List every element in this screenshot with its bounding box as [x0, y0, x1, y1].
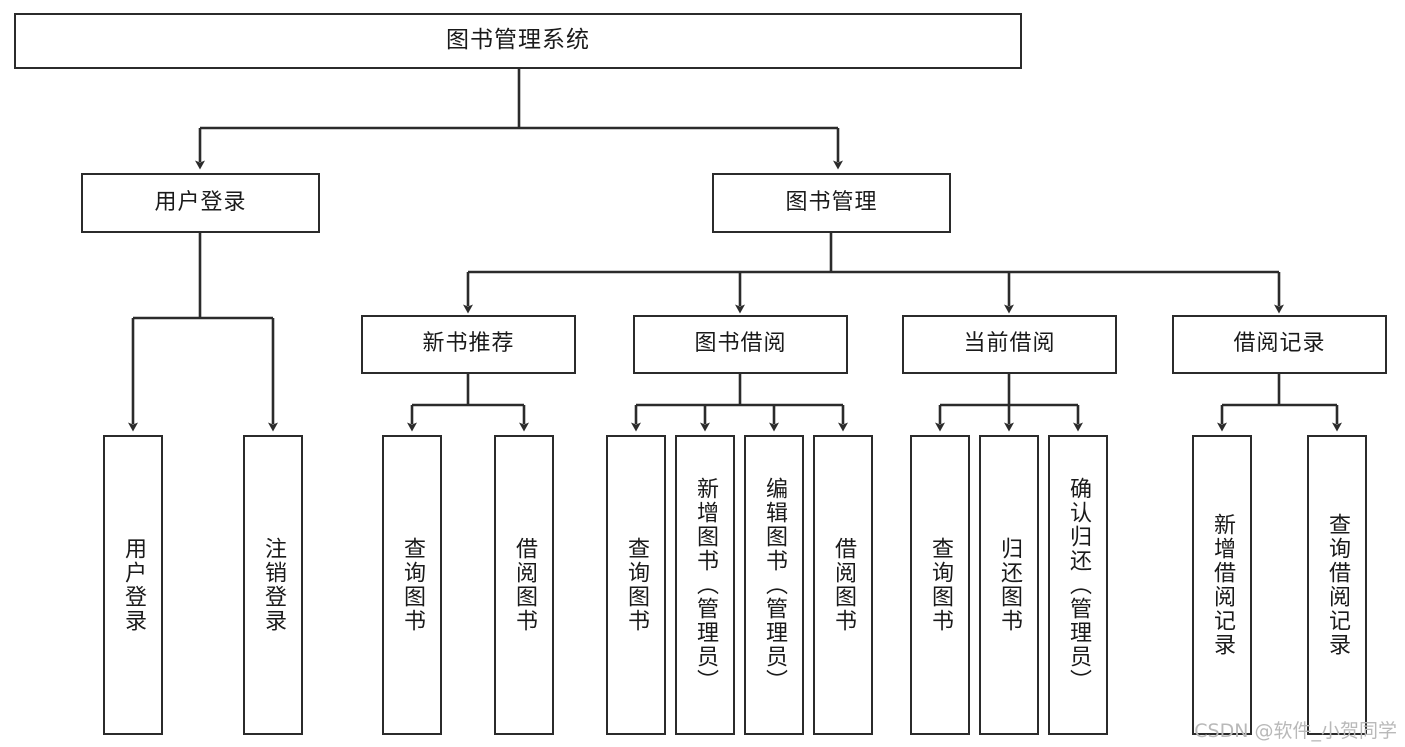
node-label: 用户登录 [154, 189, 247, 215]
node-label: 注销登录 [260, 537, 286, 633]
leaf-query-book-borrow[interactable]: 查询图书 [606, 435, 666, 735]
node-label: 借阅记录 [1233, 331, 1326, 357]
node-book-management[interactable]: 图书管理 [712, 173, 951, 233]
leaf-edit-book-admin[interactable]: 编辑图书（管理员） [744, 435, 804, 735]
leaf-query-borrow-record[interactable]: 查询借阅记录 [1307, 435, 1367, 735]
leaf-add-book-admin[interactable]: 新增图书（管理员） [675, 435, 735, 735]
leaf-borrow-book[interactable]: 借阅图书 [813, 435, 873, 735]
node-label: 图书借阅 [694, 331, 787, 357]
leaf-user-login[interactable]: 用户登录 [103, 435, 163, 735]
leaf-logout-login[interactable]: 注销登录 [243, 435, 303, 735]
node-label: 借阅图书 [830, 537, 856, 633]
node-label: 图书管理 [785, 189, 878, 215]
node-label: 确认归还（管理员） [1065, 477, 1091, 693]
leaf-return-book[interactable]: 归还图书 [979, 435, 1039, 735]
node-label: 借阅图书 [511, 537, 537, 633]
node-book-borrow[interactable]: 图书借阅 [633, 315, 848, 374]
node-user-login[interactable]: 用户登录 [81, 173, 320, 233]
node-label: 查询图书 [927, 537, 953, 633]
leaf-borrow-book-recommend[interactable]: 借阅图书 [494, 435, 554, 735]
leaf-query-book-current[interactable]: 查询图书 [910, 435, 970, 735]
node-label: 查询借阅记录 [1324, 513, 1350, 657]
node-borrow-record[interactable]: 借阅记录 [1172, 315, 1387, 374]
node-label: 查询图书 [623, 537, 649, 633]
node-label: 图书管理系统 [446, 27, 590, 54]
node-label: 查询图书 [399, 537, 425, 633]
leaf-query-book-recommend[interactable]: 查询图书 [382, 435, 442, 735]
node-label: 新增图书（管理员） [692, 477, 718, 693]
node-root-book-management-system[interactable]: 图书管理系统 [14, 13, 1022, 69]
csdn-watermark: CSDN @软件_小贺同学 [1194, 720, 1397, 742]
node-label: 归还图书 [996, 537, 1022, 633]
node-label: 新书推荐 [422, 331, 515, 357]
node-current-borrow[interactable]: 当前借阅 [902, 315, 1117, 374]
leaf-confirm-return-admin[interactable]: 确认归还（管理员） [1048, 435, 1108, 735]
node-new-book-recommend[interactable]: 新书推荐 [361, 315, 576, 374]
leaf-add-borrow-record[interactable]: 新增借阅记录 [1192, 435, 1252, 735]
node-label: 新增借阅记录 [1209, 513, 1235, 657]
node-label: 用户登录 [120, 537, 146, 633]
node-label: 当前借阅 [963, 331, 1056, 357]
node-label: 编辑图书（管理员） [761, 477, 787, 693]
